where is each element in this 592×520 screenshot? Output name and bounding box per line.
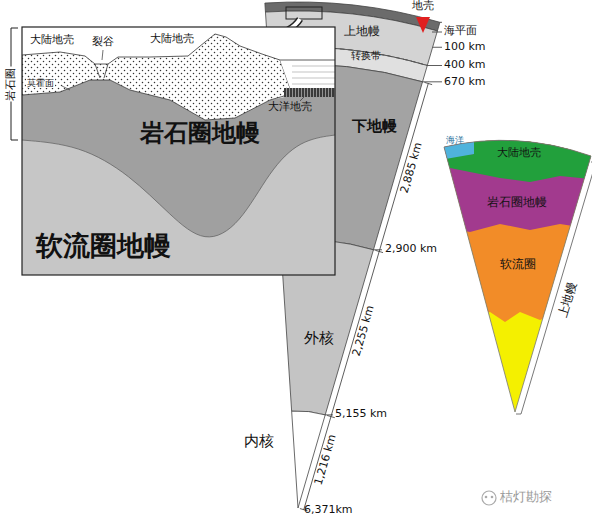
- depth-tick: [433, 47, 442, 48]
- inset-frame: [22, 27, 335, 275]
- inner-core-band: 内核: [244, 433, 274, 450]
- moho-label: 莫霍面: [26, 78, 55, 88]
- continental-crust-region: [22, 34, 290, 120]
- asthenospheric-mantle-region-label: 软流圈地幔: [36, 230, 171, 261]
- leader-line: [102, 50, 103, 60]
- water-line: [292, 78, 335, 79]
- region-name: 软流圈: [500, 258, 536, 272]
- sea-level-tick: [432, 32, 442, 33]
- rift-label: 裂谷: [92, 36, 114, 49]
- asthenosphere-band: 软流圈: [500, 258, 536, 272]
- lithosphere-label: 岩石圈: [5, 67, 18, 102]
- region-name: 岩石圈地幔: [487, 196, 547, 210]
- depth-tick: [373, 249, 382, 250]
- upper-mantle-band: 上地幔: [344, 25, 380, 39]
- asthenosphere-color-region: [440, 100, 592, 322]
- ocean-band: 海洋: [446, 135, 464, 145]
- lithospheric-mantle-region-label: 岩石圈地幔: [140, 120, 260, 148]
- region-name: 海洋: [446, 135, 464, 145]
- depth-label: 6,371km: [304, 504, 353, 517]
- lower-mantle-band: 下地幔: [352, 118, 397, 135]
- watermark: 桔灯勘探: [500, 490, 552, 505]
- lithospheric-mantle-band: 岩石圈地幔: [487, 196, 547, 210]
- upper-mantle-wedge: [440, 100, 592, 420]
- region-name: 大陆地壳: [497, 147, 541, 160]
- watermark-icon: [491, 496, 494, 499]
- sea-level-label: 海平面: [444, 25, 477, 38]
- sea-surface: [280, 60, 335, 61]
- depth-tick: [423, 81, 442, 82]
- lithosphere-inset: [22, 27, 335, 275]
- lithospheric-mantle-region: [22, 80, 335, 275]
- transition-zone-label: 转换带: [351, 50, 381, 62]
- continental-crust-label: 大陆地壳: [30, 34, 74, 47]
- depth-label: 2,900 km: [385, 243, 437, 256]
- watermark-icon: [485, 496, 488, 499]
- dimension-tick: [424, 82, 432, 84]
- crust-label: 地壳: [411, 0, 435, 13]
- asthenosphere-region: [22, 135, 335, 275]
- lab-boundary: [22, 135, 335, 237]
- continental-crust-band: 大陆地壳: [497, 147, 541, 160]
- depth-tick: [427, 65, 442, 66]
- volcano-marker: [416, 17, 430, 33]
- region-name: 上地幔: [344, 25, 380, 39]
- water-line: [292, 72, 335, 73]
- depth-label: 5,155 km: [335, 408, 387, 421]
- ocean-water: [280, 60, 335, 88]
- rift-fault: [95, 64, 108, 78]
- dimension-tick: [327, 415, 335, 417]
- region-name: 软流圈地幔: [36, 230, 171, 261]
- dimension-tick: [375, 250, 383, 252]
- depth-label: 400 km: [444, 59, 486, 72]
- region-name: 下地幔: [352, 118, 397, 135]
- inset-ground: [22, 27, 335, 275]
- watermark-icon: [482, 491, 496, 505]
- region-name: 内核: [244, 433, 274, 450]
- wedge-outline: [444, 140, 591, 412]
- continental-crust-label: 大陆地壳: [150, 33, 194, 46]
- oceanic-crust-label: 大洋地壳: [268, 101, 312, 114]
- region-name: 岩石圈地幔: [140, 120, 260, 148]
- water-line: [292, 66, 335, 67]
- depth-tick: [440, 22, 442, 23]
- deep-mantle-region: [440, 100, 592, 420]
- outer-core-band: 外核: [304, 330, 334, 347]
- leader-line: [62, 86, 70, 90]
- lithospheric-mantle-color-region: [440, 100, 592, 232]
- water-line: [292, 84, 335, 85]
- oceanic-crust-strip: [284, 88, 335, 97]
- depth-label: 100 km: [444, 41, 486, 54]
- depth-label: 670 km: [444, 76, 486, 89]
- zoom-frame: [286, 7, 322, 19]
- region-name: 外核: [304, 330, 334, 347]
